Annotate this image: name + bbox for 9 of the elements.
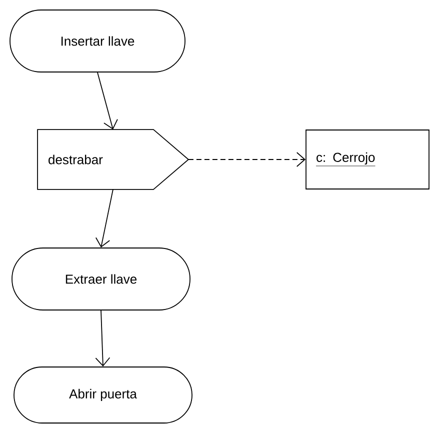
arrow <box>97 72 118 130</box>
arrow <box>95 189 114 248</box>
signal-box: destrabar <box>37 129 190 190</box>
activity-box: Abrir puerta <box>14 366 192 424</box>
activity-box: Insertar llave <box>10 10 186 72</box>
activity-box: Extraer llave <box>12 248 190 310</box>
arrow <box>188 152 306 167</box>
arrow <box>95 310 110 367</box>
object-box: c: Cerrojo <box>306 130 430 190</box>
